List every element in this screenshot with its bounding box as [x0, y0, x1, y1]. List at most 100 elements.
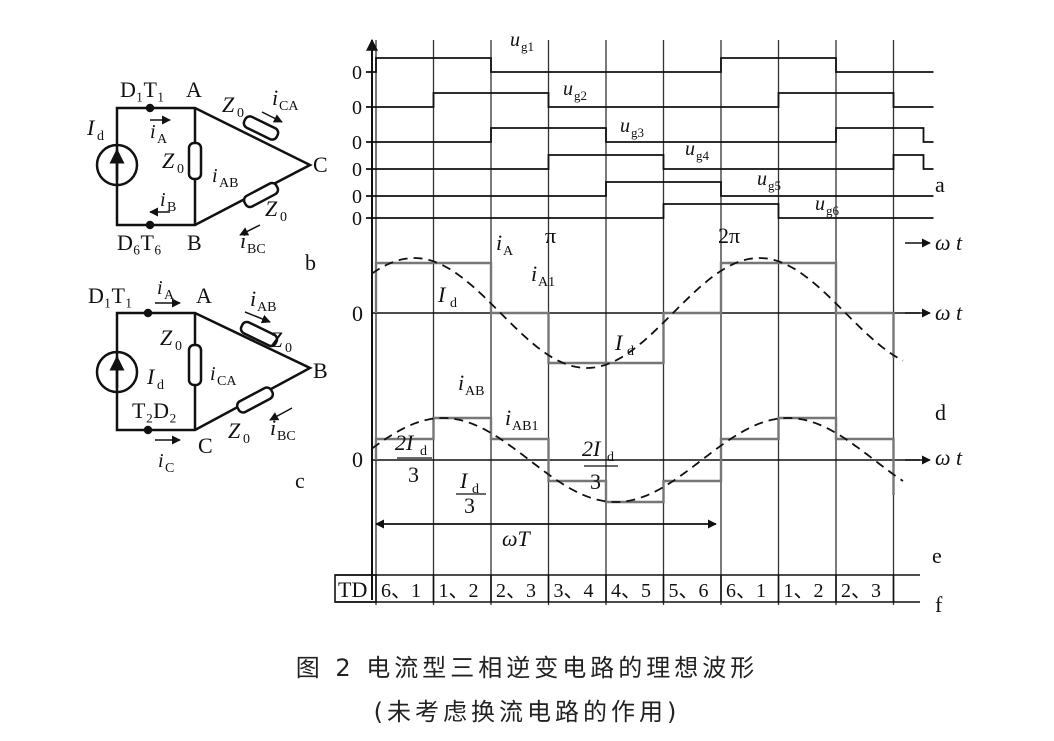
z-top-sub-b: 0: [237, 106, 244, 121]
gate-pulse-1: [366, 57, 934, 73]
sub-figure-letter-f: f: [935, 592, 943, 617]
phase-current-wave: [371, 416, 904, 504]
iab1-fundamental: [371, 417, 904, 503]
ia-wave-label: i: [496, 230, 502, 255]
z-top-b: Z: [222, 92, 235, 117]
iab-sub-c: AB: [257, 300, 276, 315]
ug4-label: u: [685, 138, 695, 160]
gate-signals: [366, 57, 934, 219]
ia-sub-c: A: [164, 288, 175, 303]
id-third-sub: d: [472, 482, 479, 497]
iab-sub-b: AB: [219, 176, 238, 191]
node-dot: [143, 308, 153, 318]
figure-subcaption: (未考虑换流电路的作用): [373, 698, 681, 726]
ia-sub-b: A: [157, 132, 168, 147]
gate-zero-label: 0: [352, 97, 362, 119]
impedance-ca-c: [187, 343, 203, 387]
id-right-label: I: [614, 330, 624, 355]
conduction-cell: 2、3: [841, 580, 881, 602]
sub-figure-letter-a: a: [935, 172, 945, 197]
source-sub-b: d: [97, 129, 104, 144]
z-bottom-sub-b: 0: [280, 210, 287, 225]
ica-label-b: i: [272, 85, 278, 110]
ica-arrow-b: [261, 111, 283, 123]
line-current-wave: [371, 257, 904, 369]
id-third-den: 3: [464, 493, 475, 518]
ia1-fundamental: [371, 257, 904, 369]
iab-arrow-c: [244, 311, 271, 324]
ic-sub-c: C: [165, 461, 174, 476]
omega-t-label-top: ω t: [935, 230, 963, 255]
switch-label-bottom-c: T₂D₂: [132, 398, 177, 423]
ug4-sub: g4: [696, 148, 710, 163]
z-mid-sub-b: 0: [177, 162, 184, 177]
z-ab-c: Z: [270, 327, 283, 352]
ia1-wave-sub: A1: [538, 275, 555, 290]
sub-figure-letter-d: d: [935, 400, 946, 425]
conduction-cell: 4、5: [611, 580, 651, 602]
omega-t-label-d: ω t: [935, 300, 963, 325]
gate-zero-label: 0: [352, 186, 362, 208]
ug5-label: u: [757, 168, 767, 190]
two-id-mid-num: 2I: [582, 436, 602, 461]
gate-zero-label: 0: [352, 132, 362, 154]
ibc-label-c: i: [270, 415, 276, 440]
ibc-label-b: i: [240, 228, 246, 253]
ug2-label: u: [563, 78, 573, 100]
gate-zero-label: 0: [352, 208, 362, 230]
sub-figure-letter-c: c: [295, 468, 305, 493]
node-dot: [145, 220, 155, 230]
circuit-b-labels: D₁T₁ A B C D₆T₆ I d i A i B Z 0 Z 0 Z 0 …: [86, 77, 328, 275]
ia-label-c: i: [157, 277, 163, 299]
conduction-cell: 5、6: [669, 580, 709, 602]
gate-pulse-6: [366, 203, 934, 219]
phase-current-labels: 0 i AB i AB1 2I d 3 I d 3 2I d 3 ω t e: [352, 370, 963, 568]
time-grid: [375, 40, 895, 605]
z-ab-sub-c: 0: [285, 341, 292, 356]
gate-pulse-4: [366, 154, 934, 170]
two-id-left-sub: d: [420, 444, 427, 459]
sub-figure-letter-b: b: [305, 250, 316, 275]
two-id-left-den: 3: [408, 462, 419, 487]
id-left-label: I: [437, 282, 447, 307]
ia-label-b: i: [150, 121, 156, 143]
period-label: ωT: [502, 526, 532, 551]
z-left-c: Z: [160, 325, 173, 350]
id-right-sub: d: [627, 344, 634, 359]
node-a-label-b: A: [186, 77, 202, 102]
ia1-wave-label: i: [531, 261, 537, 286]
line-zero-label: 0: [352, 301, 363, 326]
ica-sub-c: CA: [217, 374, 237, 389]
gate-pulse-5: [366, 181, 934, 197]
node-c-label-b: C: [313, 152, 328, 177]
table-head: TD: [338, 577, 367, 602]
switch-label-top-c: D₁T₁: [88, 283, 133, 308]
ib-label-b: i: [160, 189, 166, 211]
gate-zero-label: 0: [352, 159, 362, 181]
ug6-sub: g6: [826, 203, 840, 218]
ug5-sub: g5: [768, 178, 781, 193]
conduction-cell: 6、1: [726, 580, 766, 602]
z-bottom-b: Z: [265, 196, 278, 221]
current-source-c: [95, 350, 139, 394]
id-third-num: I: [459, 468, 469, 493]
ug2-sub: g2: [574, 88, 587, 103]
node-b-label-b: B: [187, 230, 202, 255]
conduction-cell: 3、4: [554, 580, 594, 602]
iab-label-c: i: [250, 286, 256, 311]
ib-sub-b: B: [167, 200, 176, 215]
pi-label: π: [545, 223, 556, 248]
ia-square-wave: [374, 261, 895, 365]
iab-wave-label: i: [458, 370, 464, 395]
node-a-label-c: A: [196, 283, 212, 308]
line-current-labels: 0 i A i A1 I d I d ω t d: [352, 230, 963, 425]
impedance-ab-b: [187, 141, 203, 181]
iab-wave-sub: AB: [465, 384, 484, 399]
gate-pulse-2: [366, 92, 934, 108]
iab-label-b: i: [212, 165, 218, 187]
circuit-b: [95, 103, 313, 236]
conduction-cell: 2、3: [496, 580, 536, 602]
ibc-sub-c: BC: [277, 429, 296, 444]
